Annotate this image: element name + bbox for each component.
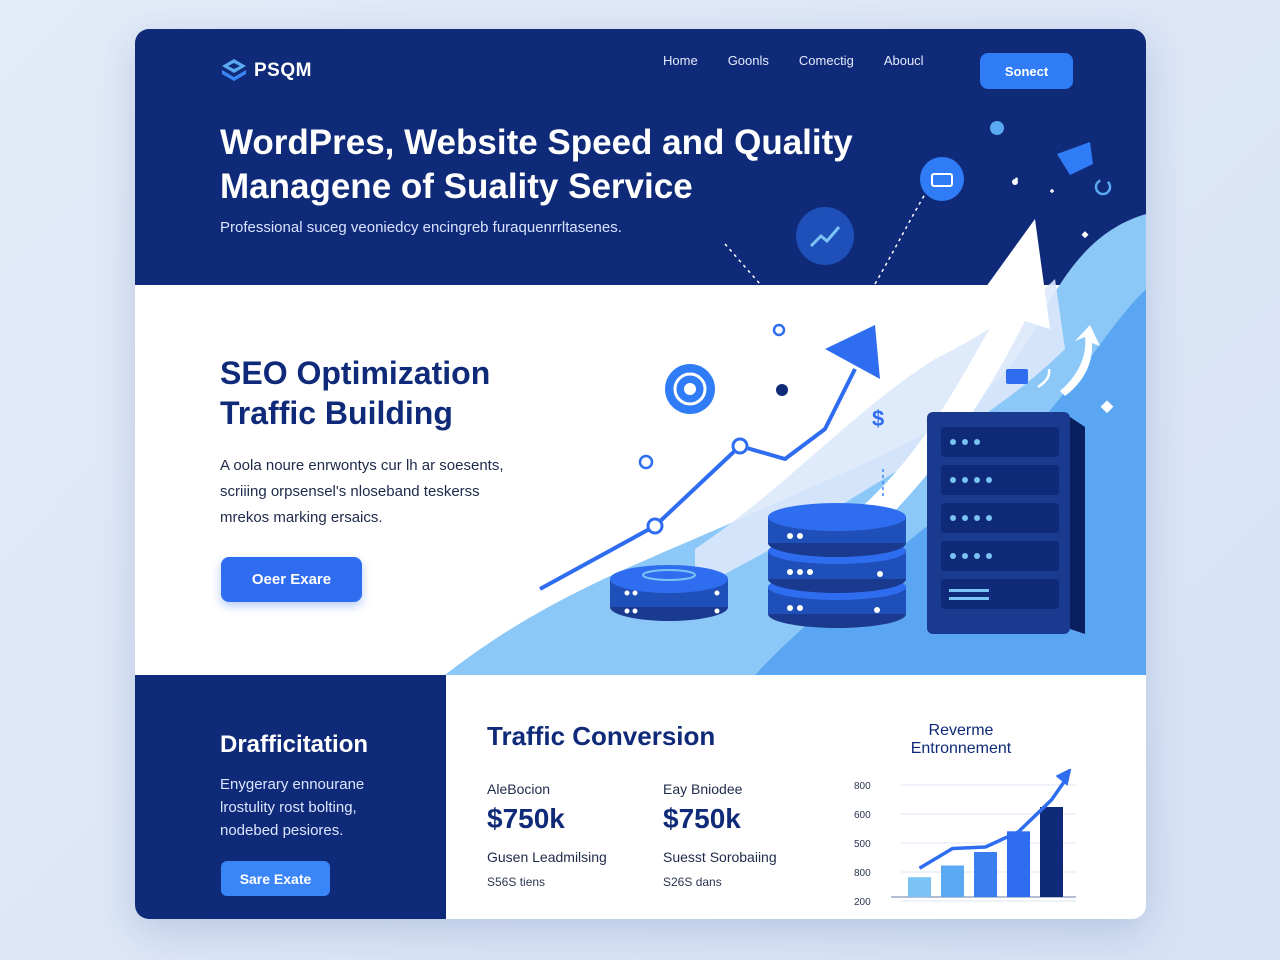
panel-desc-line: lrostulity rost bolting, (220, 799, 357, 816)
panel-description: Enygerary ennourane lrostulity rost bolt… (220, 773, 420, 842)
server-rack (927, 412, 1085, 634)
nav-item-comectig[interactable]: Comectig (798, 53, 854, 68)
chart-y-tick-label: 800 (854, 868, 871, 879)
stat-card: AleBocion $750k Gusen Leadmilsing S56S t… (487, 781, 607, 889)
briefcase-badge-icon (920, 157, 964, 201)
growth-node (731, 437, 749, 455)
dashed-line (724, 243, 761, 285)
trend-badge-glyph (809, 226, 841, 248)
chart-title-line-2: Entronnement (910, 740, 1012, 757)
stat-note: S56S tiens (487, 875, 546, 889)
logo[interactable]: PSQM (220, 57, 312, 85)
small-arrow-icon (1060, 325, 1100, 396)
seo-title: SEO Optimization Traffic Building (220, 353, 580, 433)
stat-label: Eay Bniodee (663, 781, 743, 797)
hero-section: PSQM Home Goonls Comectig Aboucl Sonect … (135, 29, 1146, 285)
stat-label: AleBocion (487, 781, 551, 797)
chart-y-tick-label: 200 (854, 897, 871, 908)
chat-icon (1006, 369, 1028, 384)
stat-subtitle: Suesst Sorobaiing (663, 849, 777, 865)
sparkle-icon (1050, 189, 1054, 193)
nav-item-home[interactable]: Home (663, 53, 698, 68)
drafficitation-panel: Drafficitation Enygerary ennourane lrost… (135, 675, 446, 919)
nav-item-aboucl[interactable]: Aboucl (883, 53, 924, 68)
hero-title-line-1: WordPres, Website Speed and Quality (220, 123, 853, 162)
panel-desc-line: nodebed pesiores. (220, 822, 344, 839)
traffic-conversion-section: Traffic Conversion AleBocion $750k Gusen… (446, 675, 1146, 919)
stat-value: $750k (487, 803, 565, 834)
main-nav: Home Goonls Comectig Aboucl (663, 53, 954, 68)
refresh-icon (1094, 178, 1112, 196)
seo-description: A oola noure enrwontys cur lh ar soesent… (220, 453, 550, 531)
trend-badge-icon (796, 207, 854, 265)
growth-illustration: $ (445, 121, 1146, 675)
floating-dot (638, 454, 654, 470)
connect-button[interactable]: Sonect (980, 53, 1073, 89)
chart-title: Reverme Entronnement (886, 722, 1036, 758)
chart-bar (941, 865, 964, 897)
panel-cta-button[interactable]: Sare Exate (221, 861, 330, 896)
wordpress-badge-center (684, 383, 696, 395)
seo-desc-line: mrekos marking ersaics. (220, 509, 383, 526)
floating-dot (776, 384, 788, 396)
database-medium (768, 503, 906, 628)
growth-arrow-head (825, 325, 880, 379)
megaphone-icon (1057, 142, 1093, 175)
chart-y-tick-label: 500 (854, 839, 871, 850)
floating-diamond (1081, 231, 1089, 239)
big-white-arrow (835, 219, 1050, 549)
panel-title: Drafficitation (220, 731, 369, 758)
briefcase-badge-glyph (931, 173, 953, 187)
floating-dot (772, 323, 786, 337)
hero-subtitle: Professional suceg veoniedcy encingreb f… (220, 219, 622, 236)
stat-card: Eay Bniodee $750k Suesst Sorobaiing S26S… (663, 781, 777, 889)
chart-bar (1007, 831, 1030, 897)
logo-text: PSQM (254, 60, 312, 81)
logo-icon (222, 59, 246, 81)
seo-title-line-1: SEO Optimization (220, 355, 491, 391)
growth-node (646, 517, 664, 535)
chart-trend-line (918, 778, 1067, 870)
stat-value: $750k (663, 803, 741, 834)
stat-note: S26S dans (663, 875, 722, 889)
seo-title-line-2: Traffic Building (220, 395, 453, 431)
hero-title-line-2: Managene of Suality Service (220, 167, 693, 206)
seo-desc-line: scriiing orpsensel's nloseband teskerss (220, 483, 480, 500)
database-small (610, 565, 728, 621)
seo-desc-line: A oola noure enrwontys cur lh ar soesent… (220, 457, 504, 474)
hero-title: WordPres, Website Speed and Quality Mana… (220, 121, 920, 209)
chart-trend-arrow (1055, 769, 1072, 786)
floating-dot (990, 121, 1004, 135)
nav-item-goonls[interactable]: Goonls (727, 53, 769, 68)
chart-title-line-1: Reverme (928, 722, 994, 739)
stat-subtitle: Gusen Leadmilsing (487, 849, 607, 865)
chart-bar (1040, 807, 1063, 897)
chart-bar (974, 852, 997, 897)
growth-line (539, 368, 857, 591)
settings-small-icon (1012, 179, 1018, 185)
chart-bar (908, 877, 931, 897)
conversion-title: Traffic Conversion (487, 721, 716, 751)
chart-y-tick-label: 600 (854, 810, 871, 821)
chart-y-tick-label: 800 (854, 781, 871, 792)
panel-desc-line: Enygerary ennourane (220, 776, 365, 793)
wordpress-badge-ring (673, 372, 707, 406)
dollar-icon: $ (872, 406, 884, 431)
revenue-bar-chart: 800 600 500 800 200 (854, 769, 1076, 908)
dashed-line (874, 193, 926, 285)
seo-cta-button[interactable]: Oeer Exare (221, 557, 362, 602)
landing-page-card: PSQM Home Goonls Comectig Aboucl Sonect … (135, 29, 1146, 919)
chat-curve-icon (1037, 368, 1051, 389)
